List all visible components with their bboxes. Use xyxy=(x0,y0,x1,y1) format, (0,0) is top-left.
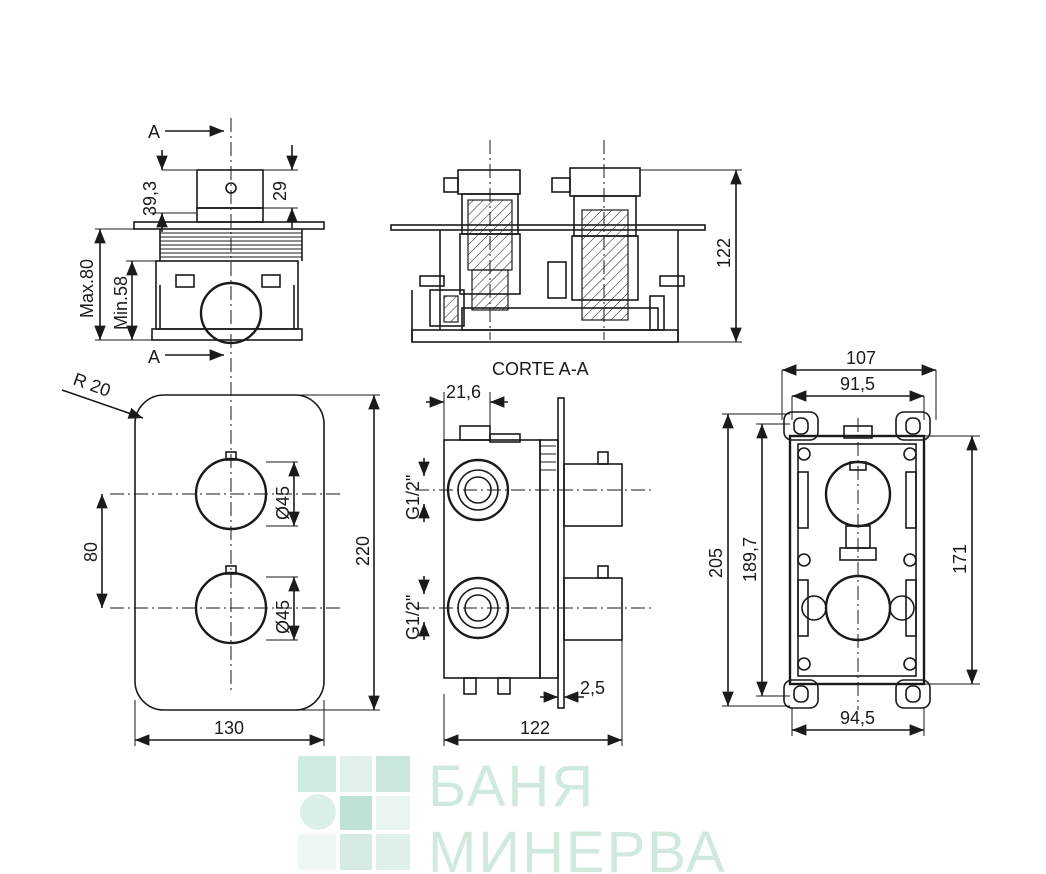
mounting-ears xyxy=(783,411,931,709)
front-view: R 20 Ø45 Ø45 80 220 130 xyxy=(61,369,380,746)
thread-lines xyxy=(159,229,303,261)
dim-box-height-holes: 171 xyxy=(950,544,970,574)
dim-box-width-bottom: 94,5 xyxy=(840,708,875,728)
dim-min-58: Min.58 xyxy=(111,276,131,330)
box-view: 107 91,5 94,5 205 189,7 171 xyxy=(706,348,980,736)
watermark: БАНЯ МИНЕРВА xyxy=(298,754,727,874)
side-view: 21,6 G1/2" G1/2" 2,5 122 xyxy=(403,382,655,746)
dim-29: 29 xyxy=(270,181,290,201)
dim-offset: 21,6 xyxy=(446,382,481,402)
dim-side-depth: 122 xyxy=(520,718,550,738)
dim-max-80: Max.80 xyxy=(77,259,97,318)
section-marker-top: A xyxy=(148,122,160,142)
dim-plate-height: 220 xyxy=(353,536,373,566)
watermark-line1: БАНЯ xyxy=(428,754,595,819)
section-marker-bottom: A xyxy=(148,347,160,367)
dim-plate-width: 130 xyxy=(214,718,244,738)
watermark-line2: МИНЕРВА xyxy=(428,820,727,874)
dim-thread-top: G1/2" xyxy=(403,475,423,520)
dim-box-height-inner: 189,7 xyxy=(740,537,760,582)
section-view: 122 CORTE A-A xyxy=(390,140,742,379)
dim-thread-bottom: G1/2" xyxy=(403,595,423,640)
dim-knob-spacing: 80 xyxy=(81,542,101,562)
dim-section-122: 122 xyxy=(714,238,734,268)
dim-39-3: 39,3 xyxy=(140,181,160,216)
top-view: A A 39,3 xyxy=(77,118,325,690)
dim-knob-top: Ø45 xyxy=(273,486,293,520)
dim-box-height-outer: 205 xyxy=(706,548,726,578)
dim-plate-thickness: 2,5 xyxy=(580,678,605,698)
dim-knob-bottom: Ø45 xyxy=(273,600,293,634)
dim-box-width-outer: 107 xyxy=(846,348,876,368)
watermark-logo-icon xyxy=(298,756,410,870)
side-thread-ribs xyxy=(539,439,559,679)
dim-box-width-inner: 91,5 xyxy=(840,374,875,394)
section-label: CORTE A-A xyxy=(492,359,589,379)
